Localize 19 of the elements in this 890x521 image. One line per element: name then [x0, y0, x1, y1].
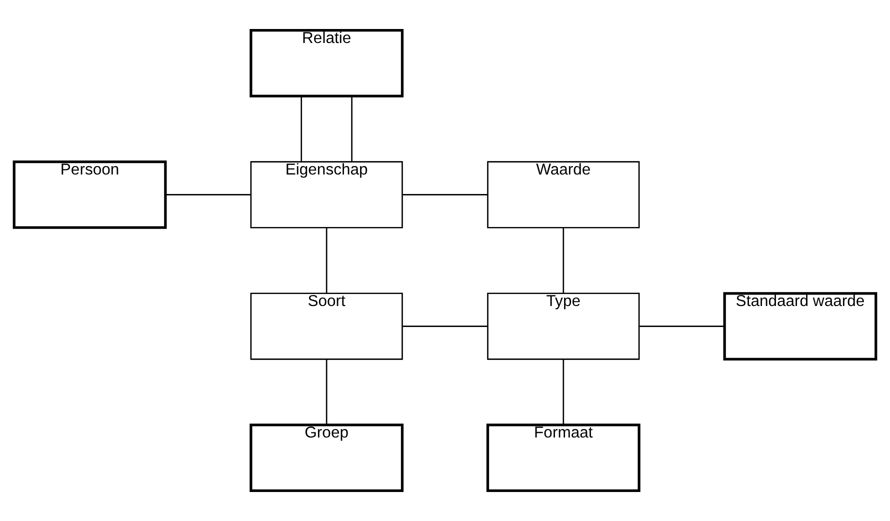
connector	[562, 359, 564, 425]
connector	[351, 96, 352, 162]
node-box: Relatie	[250, 28, 404, 98]
node-box: Standaard waarde	[723, 292, 878, 360]
connector	[402, 326, 488, 327]
node-box: Formaat	[486, 424, 640, 492]
connector	[562, 228, 564, 294]
node-box: Waarde	[487, 161, 640, 228]
node-box: Groep	[250, 424, 404, 492]
connector	[166, 194, 251, 196]
node-box: Type	[487, 292, 640, 360]
connector	[300, 96, 302, 162]
node-box: Persoon	[12, 160, 167, 229]
connector	[640, 326, 725, 327]
node-box: Soort	[250, 292, 403, 360]
connector	[402, 194, 488, 196]
node-box: Eigenschap	[250, 161, 403, 228]
connector	[326, 228, 328, 294]
connector	[326, 359, 328, 425]
